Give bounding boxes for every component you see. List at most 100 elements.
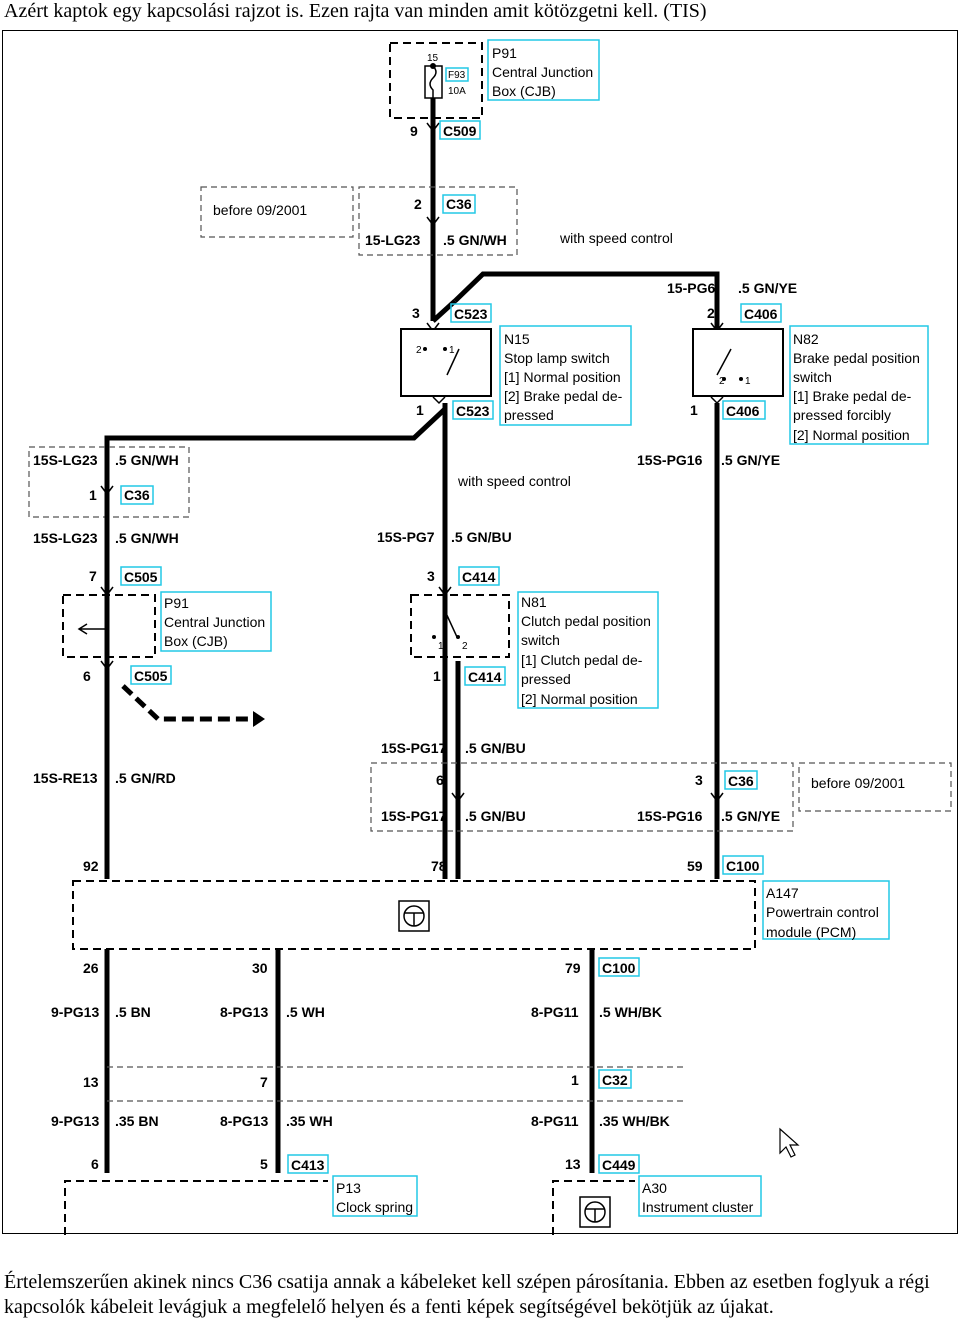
- pg17-a-wire: 15S-PG17: [381, 740, 447, 756]
- c36-bot-box: [724, 770, 758, 790]
- pg17-b-gauge: .5 GN/BU: [465, 808, 526, 824]
- c36-left-name: C36: [124, 487, 150, 503]
- n81-contact-1-icon: [432, 635, 436, 639]
- c413-pin-6: 6: [91, 1156, 99, 1172]
- c36-bottom-group: [370, 762, 794, 832]
- n81-label-box: [517, 591, 659, 709]
- cjb-top-pin: 15: [427, 53, 439, 64]
- pcm-pin-26: 26: [83, 960, 99, 976]
- c406-top-name: C406: [744, 306, 778, 322]
- n82-contact-2-icon: [722, 377, 726, 381]
- c505-bot-connector-icon: [100, 660, 114, 671]
- n82-switch-lever-icon: [716, 348, 732, 376]
- c32-name: C32: [602, 1072, 628, 1088]
- n81-label-3: switch: [521, 632, 560, 648]
- c505-top-name: C505: [124, 569, 158, 585]
- n15-contact-2-icon: [423, 347, 427, 351]
- c523-bot-name: C523: [456, 403, 490, 419]
- c32-pin-13: 13: [83, 1074, 99, 1090]
- c36-left-pin: 1: [89, 487, 97, 503]
- pcm-ecu-spokes-icon: [404, 912, 424, 926]
- a30-spokes-icon: [585, 1208, 605, 1222]
- pg7-gauge: .5 GN/BU: [451, 529, 512, 545]
- c414-top-pin: 3: [427, 568, 435, 584]
- n15-label-box: [499, 325, 632, 426]
- pcm-conn-bot-box: [598, 957, 640, 977]
- pcm-label-box: [762, 880, 890, 940]
- pcm-body: [72, 880, 756, 950]
- c414-top-box: [458, 566, 500, 586]
- before-box-b: [798, 762, 952, 812]
- n82-contact-1-icon: [739, 377, 743, 381]
- cjb-mid-arrow-icon: [77, 623, 107, 635]
- low-w2: 8-PG13: [220, 1113, 268, 1129]
- cjb-top-label-1: P91: [492, 45, 517, 61]
- c414-bot-box: [464, 666, 506, 686]
- cjb-top-label-box: [487, 39, 600, 101]
- c449-box: [598, 1154, 640, 1174]
- c406-bot-name: C406: [726, 403, 760, 419]
- c36-bot-name: C36: [728, 773, 754, 789]
- c406-bot-connector-icon: [710, 396, 724, 405]
- c509-box: [439, 120, 481, 140]
- c36-top-group: [358, 186, 518, 256]
- c36-left-wire-bot: 15S-LG23: [33, 530, 98, 546]
- n15-label-1: N15: [504, 331, 530, 347]
- n15-label-2: Stop lamp switch: [504, 350, 610, 366]
- n82-label-box: [789, 325, 929, 445]
- c413-name: C413: [291, 1157, 325, 1173]
- wiring-diagram: P91 Central Junction Box (CJB) 15 F93 10…: [2, 30, 958, 1235]
- c413-pin-5: 5: [260, 1156, 268, 1172]
- a30-label-2: Instrument cluster: [642, 1199, 754, 1215]
- c523-top-name: C523: [454, 306, 488, 322]
- n15-sw2: 2: [416, 345, 422, 356]
- c36-left-gauge-top: .5 GN/WH: [115, 452, 179, 468]
- low-w3: 8-PG11: [531, 1113, 579, 1129]
- c505-bot-name: C505: [134, 668, 168, 684]
- before-label-a: before 09/2001: [213, 202, 307, 218]
- c523-top-box: [450, 303, 492, 323]
- c32-pin-1: 1: [571, 1072, 579, 1088]
- cjb-mid-outline: [62, 594, 156, 658]
- n81-label-5: pressed: [521, 671, 571, 687]
- c32-pin-7: 7: [260, 1074, 268, 1090]
- a30-label-box: [638, 1175, 762, 1217]
- n81-switch-lever-icon: [444, 610, 458, 638]
- c414-bot-pin: 1: [433, 668, 441, 684]
- mid-g3: .5 WH/BK: [599, 1004, 662, 1020]
- pcm-pin-78: 78: [431, 858, 447, 874]
- c523-bot-box: [452, 400, 494, 420]
- c36-left-wire-top: 15S-LG23: [33, 452, 98, 468]
- cjb-mid-label-1: P91: [164, 595, 189, 611]
- n82-sw1: 1: [745, 376, 751, 387]
- a30-module-icon: [579, 1196, 611, 1228]
- n82-label-5: pressed forcibly: [793, 407, 891, 423]
- n81-label-4: [1] Clutch pedal de-: [521, 652, 643, 668]
- mid-g1: .5 BN: [115, 1004, 151, 1020]
- n15-switch-body: [400, 328, 492, 397]
- c36-left-box: [120, 485, 154, 505]
- pcm-label-3: module (PCM): [766, 924, 856, 940]
- c406-top-pin: 2: [707, 305, 715, 321]
- c523-bot-connector-icon: [432, 396, 446, 405]
- c36-top-pin: 2: [414, 196, 422, 212]
- n81-label-2: Clutch pedal position: [521, 613, 651, 629]
- c36-top-gauge: .5 GN/WH: [443, 232, 507, 248]
- pg17-a-gauge: .5 GN/BU: [465, 740, 526, 756]
- cjb-top-outline: [389, 42, 483, 119]
- fuse-node-icon: [430, 63, 436, 69]
- pcm-pin-59: 59: [687, 858, 703, 874]
- c36-top-connector-icon: [426, 216, 440, 227]
- re13-gauge: .5 GN/RD: [115, 770, 176, 786]
- n82-label-6: [2] Normal position: [793, 427, 910, 443]
- speed-control-label-a: with speed control: [559, 230, 673, 246]
- c449-pin: 13: [565, 1156, 581, 1172]
- c509-pin: 9: [410, 123, 418, 139]
- n15-label-3: [1] Normal position: [504, 369, 621, 385]
- cjb-mid-label-box: [160, 591, 272, 652]
- n15-label-5: pressed: [504, 407, 554, 423]
- n82-label-2: Brake pedal position: [793, 350, 920, 366]
- pcm-pin-79: 79: [565, 960, 581, 976]
- mid-w2: 8-PG13: [220, 1004, 268, 1020]
- pg16-a-wire: 15S-PG16: [637, 452, 703, 468]
